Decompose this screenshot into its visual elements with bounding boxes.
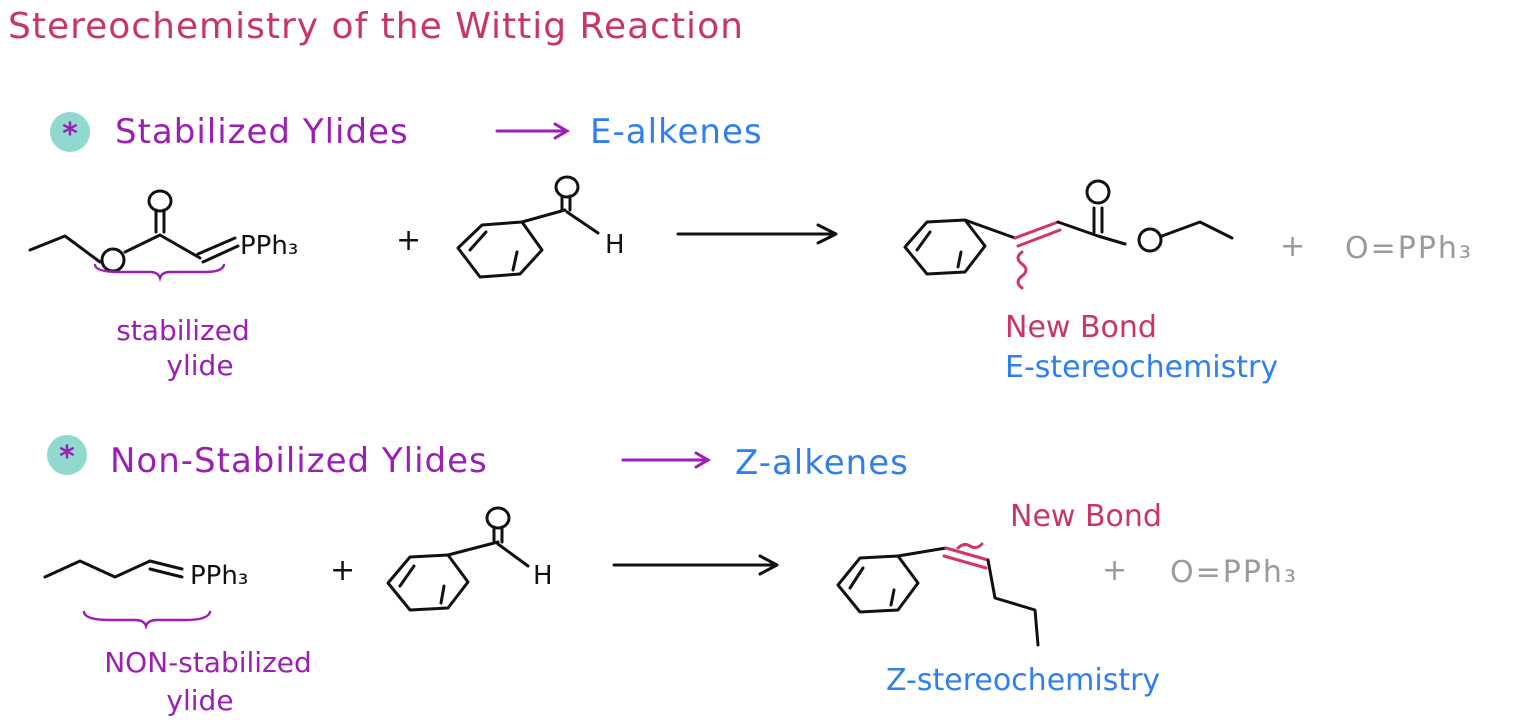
e-stereo-label: E-stereochemistry xyxy=(1005,350,1278,385)
ylide-brace xyxy=(93,263,226,282)
ylide-label2-line1: NON-stabilized xyxy=(104,646,312,679)
new-bond-label-1: New Bond xyxy=(1005,310,1157,345)
heading-arrow xyxy=(495,122,570,140)
ylide-label2-line2: ylide xyxy=(166,684,233,717)
product-ester-oxygen xyxy=(1137,227,1163,253)
ylide-pph3-2: PPh₃ xyxy=(190,561,248,591)
ylide-label-line2: ylide xyxy=(166,349,233,382)
new-bond-label-2: New Bond xyxy=(1010,499,1162,534)
byproduct-plus-2: + xyxy=(1102,553,1129,588)
aldehyde-oxygen xyxy=(554,175,580,199)
heading-arrow-2 xyxy=(621,451,711,469)
ester-oxygen xyxy=(100,247,126,273)
byproduct-plus-1: + xyxy=(1280,229,1307,264)
heading-stabilized: Stabilized Ylides xyxy=(115,112,409,152)
bullet-star-2: * xyxy=(59,440,75,475)
byproduct-1: O=PPh₃ xyxy=(1345,231,1473,266)
product-carbonyl-oxygen xyxy=(1085,179,1111,205)
aldehyde-oxygen-2 xyxy=(485,506,511,530)
page-title: Stereochemistry of the Wittig Reaction xyxy=(8,6,744,47)
z-stereo-label: Z-stereochemistry xyxy=(886,663,1160,698)
section-non-stabilized: * Non-Stabilized Ylides Z-alkenes PPh₃ N… xyxy=(43,435,1298,717)
ylide-brace-2 xyxy=(82,610,212,630)
benzaldehyde-structure-2 xyxy=(386,506,530,612)
new-double-bond-z xyxy=(944,546,990,562)
section-stabilized: * Stabilized Ylides E-alkenes PPh₃ stabi… xyxy=(28,112,1473,385)
e-alkene-product xyxy=(903,179,1234,290)
bullet-circle-2 xyxy=(47,435,87,475)
product-type-e: E-alkenes xyxy=(590,112,763,152)
reaction-arrow-1 xyxy=(676,223,838,245)
bullet-circle xyxy=(50,112,90,152)
non-stabilized-ylide-structure xyxy=(43,559,184,579)
benzaldehyde-structure-1 xyxy=(456,175,600,279)
bullet-star: * xyxy=(62,117,78,152)
product-type-z: Z-alkenes xyxy=(735,443,909,483)
new-bond-squiggle-z xyxy=(956,542,984,550)
byproduct-2: O=PPh₃ xyxy=(1170,555,1298,590)
ylide-label-line1: stabilized xyxy=(116,314,250,347)
carbonyl-oxygen xyxy=(147,189,173,213)
stabilized-ylide-structure xyxy=(28,189,240,273)
ylide-pph3: PPh₃ xyxy=(240,231,298,261)
z-alkene-product xyxy=(836,542,1040,647)
heading-non-stabilized: Non-Stabilized Ylides xyxy=(110,441,488,481)
aldehyde-h-1: H xyxy=(605,230,625,260)
aldehyde-h-2: H xyxy=(533,561,553,591)
new-double-bond-e xyxy=(1013,220,1060,240)
reaction-arrow-2 xyxy=(612,554,779,576)
plus-2: + xyxy=(330,553,355,588)
plus-1: + xyxy=(396,223,421,258)
new-bond-squiggle-e xyxy=(1016,250,1028,290)
